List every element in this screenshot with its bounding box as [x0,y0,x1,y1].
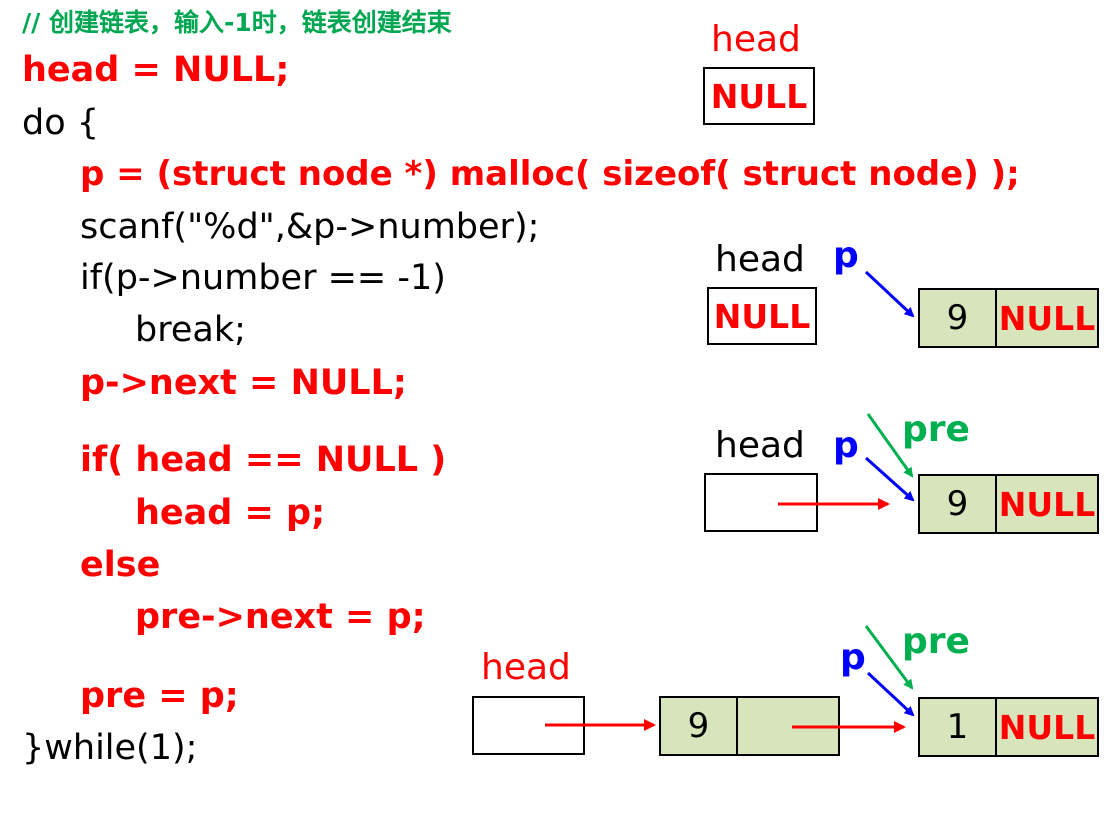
d2-node-next: NULL [995,288,1099,348]
d2-p-arrow [864,270,915,318]
d4-node2-value: 1 [946,707,969,747]
code-line-next-null: p->next = NULL; [80,363,407,403]
code-line-if-number: if(p->number == -1) [80,258,446,298]
d3-node-next: NULL [995,474,1099,534]
d2-node-null: NULL [998,298,1096,338]
code-line-if-head-null: if( head == NULL ) [80,440,447,480]
d3-p-label: p [833,425,859,466]
d4-pre-arrow [864,625,914,690]
d4-node2-data: 1 [918,697,997,757]
code-line-while: }while(1); [22,728,198,768]
code-line-pre-p: pre = p; [80,676,239,716]
d4-node2-null: NULL [998,707,1096,747]
d4-node1-value: 9 [687,706,710,746]
d2-head-null: NULL [713,296,811,336]
d3-pre-label: pre [902,409,970,450]
d3-p-arrow [865,456,915,502]
code-line-scanf: scanf("%d",&p->number); [80,207,540,247]
d4-pre-label: pre [902,621,970,662]
code-line-malloc: p = (struct node *) malloc( sizeof( stru… [80,154,1020,194]
d1-head-label: head [711,19,801,60]
code-comment: // 创建链表，输入-1时，链表创建结束 [22,8,452,37]
d2-node-data: 9 [918,288,997,348]
code-line-head-null: head = NULL; [22,50,290,90]
code-line-do: do { [22,103,100,143]
d4-node1-data: 9 [659,696,738,756]
d3-node-null: NULL [998,484,1096,524]
code-line-head-p: head = p; [135,493,326,533]
d4-p-arrow [866,671,915,717]
d1-head-null: NULL [710,76,808,116]
d3-pre-arrow [866,413,914,478]
d4-p-label: p [840,637,866,678]
d2-node-value: 9 [946,298,969,338]
d4-node2-next: NULL [995,697,1099,757]
code-line-pre-next-p: pre->next = p; [135,597,426,637]
d2-p-label: p [833,235,859,276]
d3-head-label: head [715,425,805,466]
d1-head-box: NULL [703,67,815,125]
d2-head-box: NULL [707,287,817,345]
d3-node-value: 9 [946,484,969,524]
d4-head-label: head [481,647,571,688]
code-line-break: break; [135,310,246,350]
code-line-else: else [80,545,161,585]
d2-head-label: head [715,239,805,280]
